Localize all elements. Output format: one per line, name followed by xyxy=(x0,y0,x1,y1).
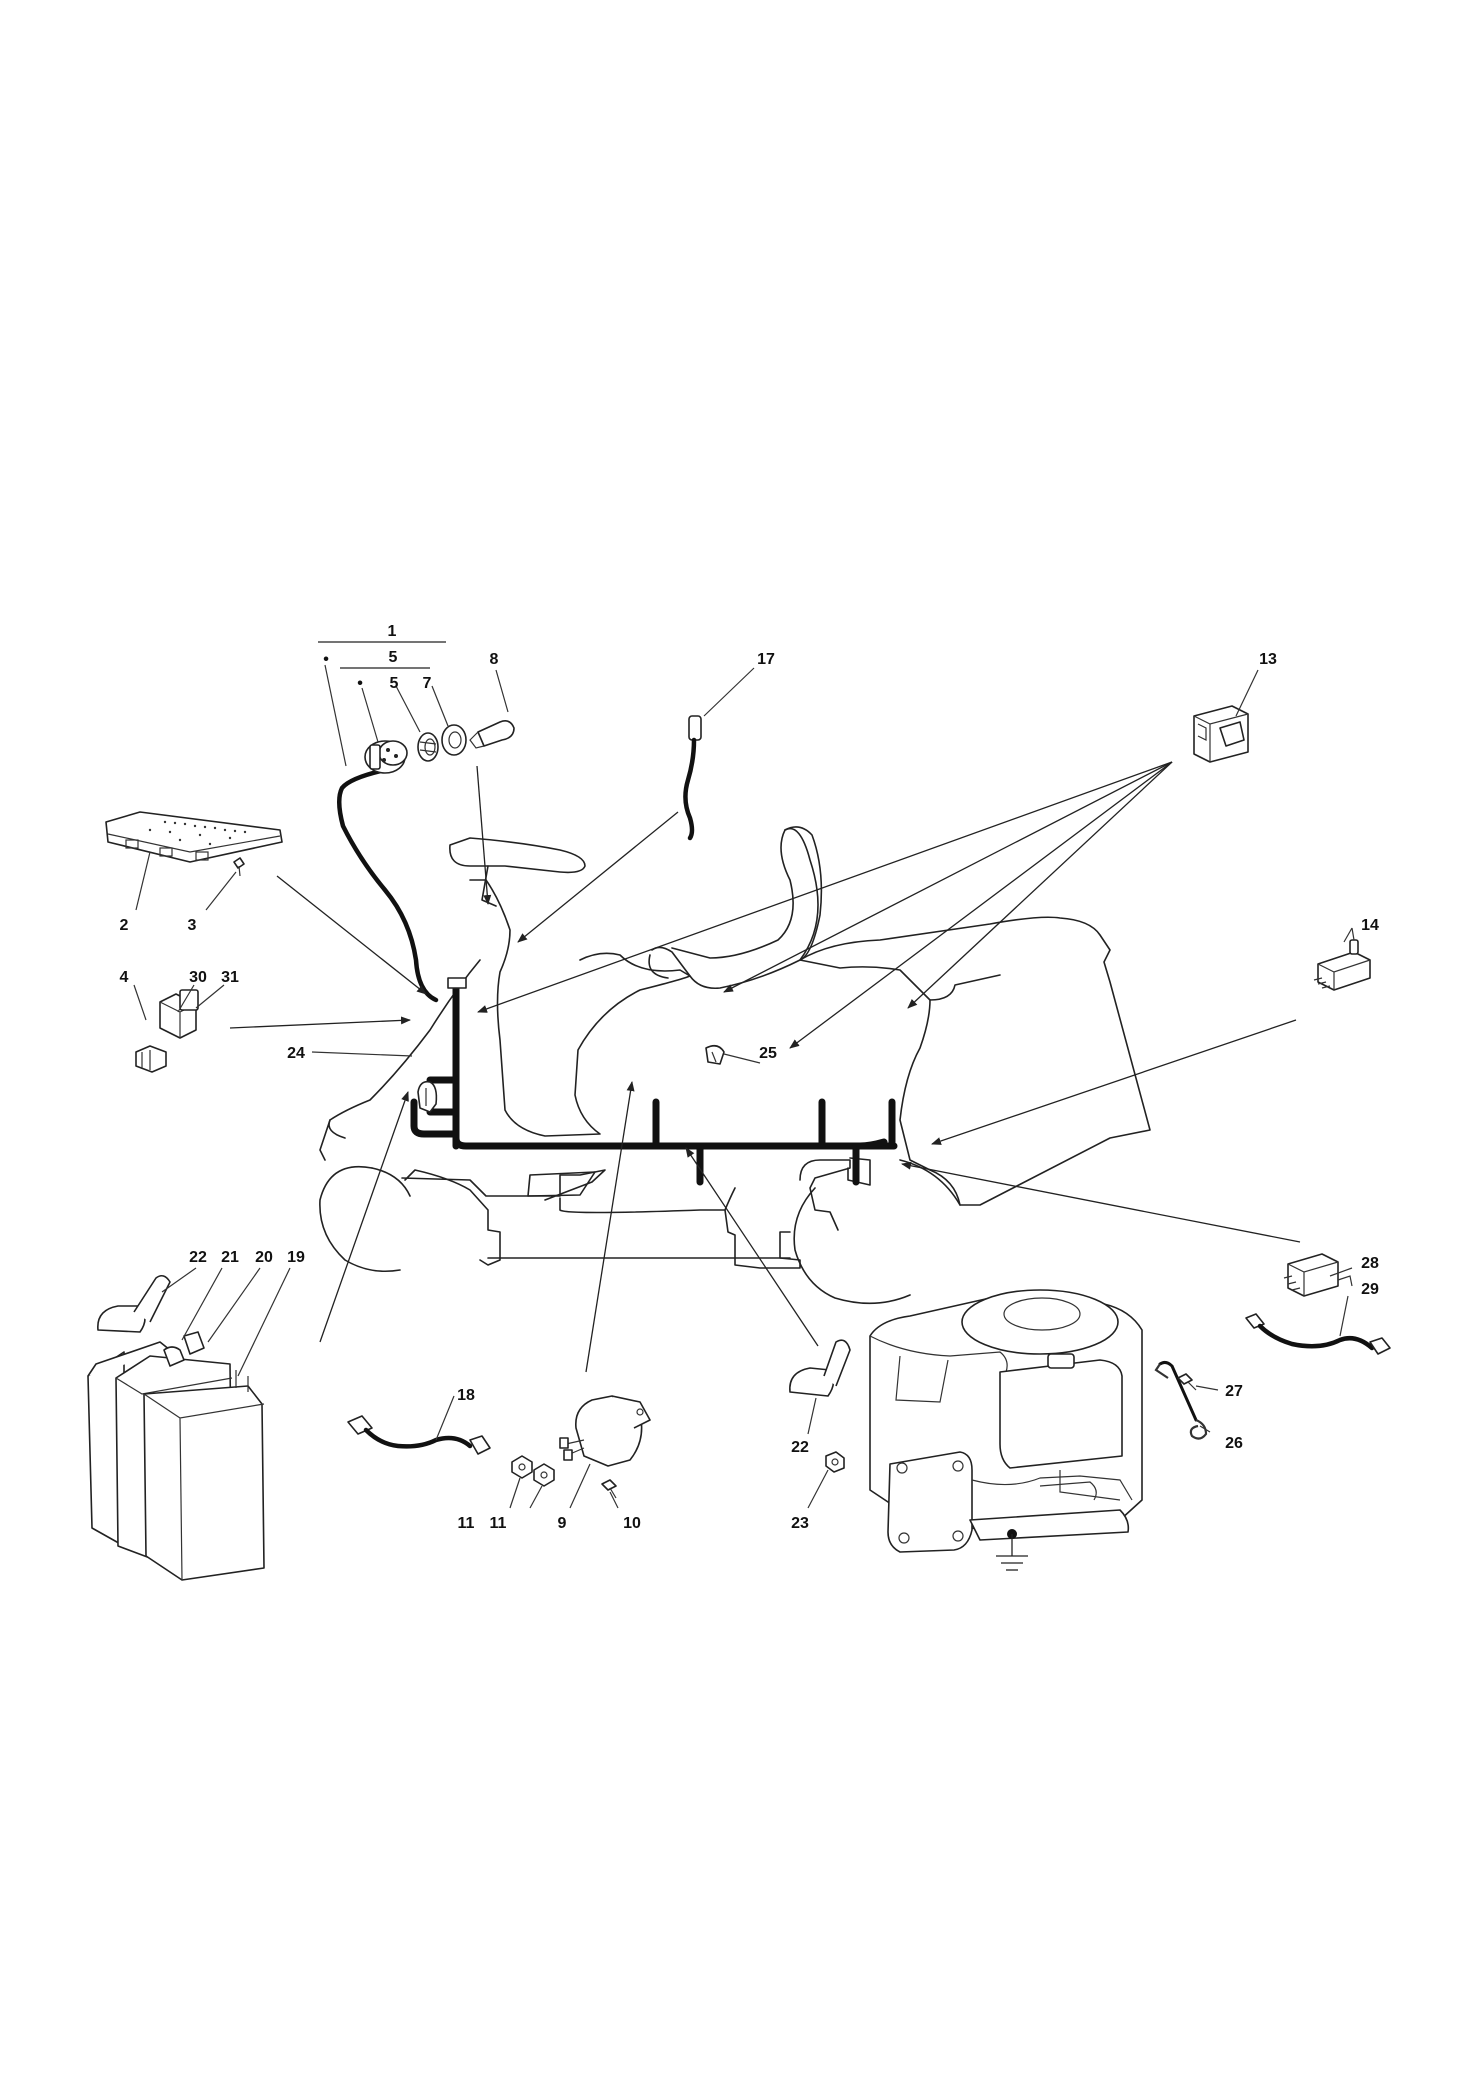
callout-13: 13 xyxy=(1259,651,1277,668)
starter-solenoid xyxy=(559,1395,651,1467)
relay-28 xyxy=(1283,1253,1353,1297)
bullet-1: • xyxy=(323,651,329,668)
callout-29: 29 xyxy=(1361,1281,1379,1298)
engine xyxy=(869,1289,1143,1553)
callout-23: 23 xyxy=(791,1515,809,1532)
assembly-leader-arrows xyxy=(229,761,1301,1373)
callout-27: 27 xyxy=(1225,1383,1243,1400)
callout-28: 28 xyxy=(1361,1255,1379,1272)
solenoid-nut-11-right xyxy=(533,1463,555,1487)
ignition-switch-assembly xyxy=(364,740,408,774)
callout-2: 2 xyxy=(120,917,129,934)
callout-8: 8 xyxy=(490,651,499,668)
callout-22-left: 22 xyxy=(189,1249,207,1266)
callout-5: 5 xyxy=(390,675,399,692)
spring-clip-26 xyxy=(1154,1360,1208,1440)
callout-11-right: 11 xyxy=(490,1515,507,1532)
callout-5-top: 5 xyxy=(389,649,398,666)
rocker-switch-13 xyxy=(1193,705,1249,763)
callout-18: 18 xyxy=(457,1387,475,1404)
callout-19: 19 xyxy=(287,1249,305,1266)
callout-17: 17 xyxy=(757,651,775,668)
callout-30: 30 xyxy=(189,969,207,986)
callout-31: 31 xyxy=(221,969,239,986)
battery xyxy=(87,1331,265,1581)
jumper-cable-29 xyxy=(1245,1313,1391,1355)
ignition-nut-ring xyxy=(441,724,467,756)
screw-27 xyxy=(1177,1373,1197,1391)
callout-10: 10 xyxy=(623,1515,641,1532)
callout-20: 20 xyxy=(255,1249,273,1266)
terminal-boot-22-left xyxy=(97,1274,171,1333)
callout-14: 14 xyxy=(1361,917,1379,934)
sensor-lead-17 xyxy=(683,715,702,841)
circuit-board xyxy=(105,811,283,863)
callout-1: 1 xyxy=(388,623,397,640)
bullet-2: • xyxy=(357,675,363,692)
callout-24: 24 xyxy=(287,1045,305,1062)
harness-clip-24 xyxy=(417,1080,438,1113)
callout-22-right: 22 xyxy=(791,1439,809,1456)
callout-leader-lines xyxy=(133,641,1355,1509)
main-wiring-harness xyxy=(337,767,898,1186)
callout-21: 21 xyxy=(221,1249,239,1266)
solenoid-screw-10 xyxy=(601,1479,617,1499)
terminal-boot-22-right xyxy=(789,1339,851,1397)
ignition-spring-washer xyxy=(417,732,439,762)
relay-and-fuse-holder xyxy=(135,989,199,1073)
microswitch-14 xyxy=(1313,939,1371,991)
nut-23 xyxy=(825,1451,845,1473)
ignition-key xyxy=(469,720,515,749)
ground-symbol xyxy=(996,1529,1028,1571)
callout-26: 26 xyxy=(1225,1435,1243,1452)
callout-11-left: 11 xyxy=(458,1515,475,1532)
callout-25: 25 xyxy=(759,1045,777,1062)
board-screw xyxy=(233,857,245,877)
callout-labels: 1 • 5 • 5 7 8 17 13 14 2 3 4 30 31 24 25… xyxy=(120,623,1379,1532)
harness-clip-25 xyxy=(705,1044,725,1065)
callout-7: 7 xyxy=(423,675,432,692)
callout-9: 9 xyxy=(558,1515,567,1532)
solenoid-nut-11-left xyxy=(511,1455,533,1479)
tractor-outline xyxy=(319,826,1151,1305)
callout-4: 4 xyxy=(120,969,129,986)
jumper-cable-18 xyxy=(347,1415,491,1455)
callout-3: 3 xyxy=(188,917,197,934)
